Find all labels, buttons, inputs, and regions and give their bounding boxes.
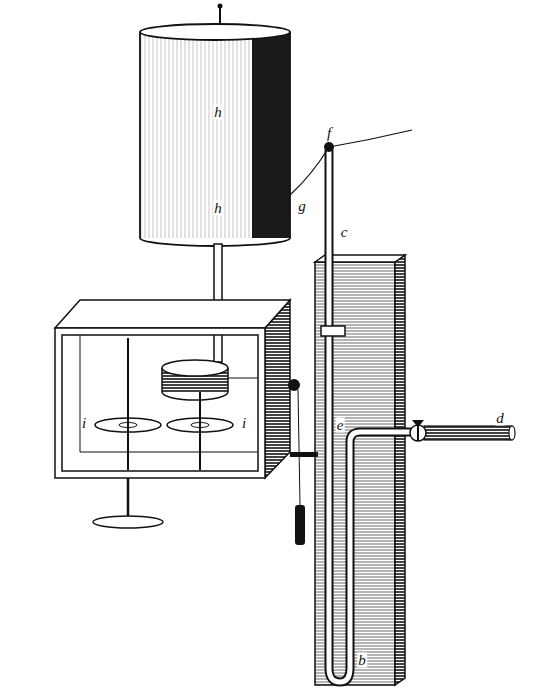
terminal-ball bbox=[324, 142, 334, 152]
part-letter: g bbox=[297, 199, 307, 214]
box-frame bbox=[55, 300, 290, 478]
drum bbox=[162, 360, 228, 400]
stand bbox=[93, 478, 163, 528]
cylinder bbox=[140, 4, 290, 247]
part-letter: f bbox=[326, 126, 332, 141]
part-letter: h bbox=[213, 201, 223, 216]
part-letter: b bbox=[357, 653, 367, 668]
part-letter: c bbox=[340, 225, 349, 240]
part-letter: d bbox=[495, 411, 505, 426]
disks bbox=[95, 418, 233, 432]
weight bbox=[288, 379, 305, 545]
glass-tube bbox=[321, 150, 515, 682]
wire bbox=[290, 130, 412, 195]
part-letter: i bbox=[241, 416, 247, 431]
part-letter: e bbox=[336, 418, 345, 433]
part-letter: h bbox=[213, 105, 223, 120]
part-letter: i bbox=[81, 416, 87, 431]
connecting-wire bbox=[290, 452, 318, 457]
